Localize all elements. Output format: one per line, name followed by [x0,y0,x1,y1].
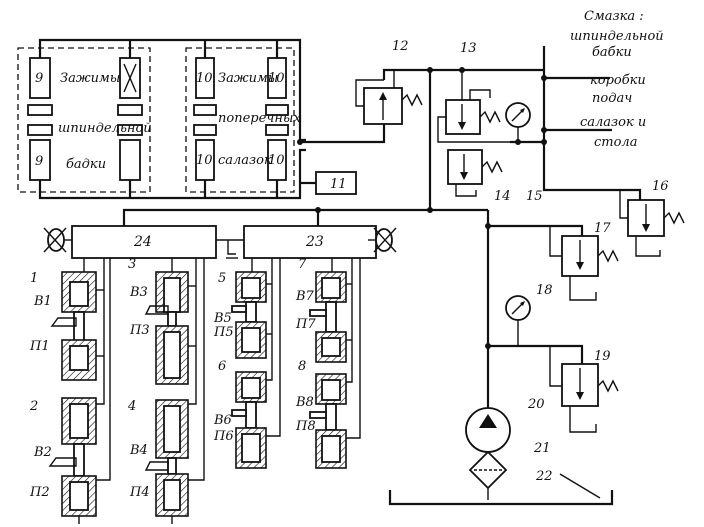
cylinder-spindle-bottom [119,139,141,181]
cylinder-1 [50,271,97,381]
number-20: 20 [527,397,545,412]
number-9b: 9 [35,154,43,169]
clamp-group-cross-slide [185,47,295,193]
valve-12 [355,70,423,125]
label-v2: В2 [33,445,52,460]
number-10c: 10 [196,153,213,168]
label-p6: П6 [213,429,234,444]
piston-9a [27,104,53,116]
number-14: 14 [494,189,511,204]
piston-10a [193,104,217,116]
label-v8: В8 [295,395,314,410]
label-v6: В6 [213,413,232,428]
valve-16 [619,190,685,257]
number-6: 6 [218,359,226,374]
piston-s-a [117,104,143,116]
pressure-gauge-18 [505,295,531,346]
label-lube-table: стола [594,135,637,150]
label-v7: В7 [295,289,315,304]
valve-19 [549,346,619,433]
label-p2: П2 [29,485,50,500]
handwheel-23 [368,227,397,253]
label-lube-slide: салазок и [580,115,646,130]
number-8: 8 [298,359,306,374]
number-22: 22 [535,469,553,484]
label-lube-title: Смазка : [584,9,644,24]
number-5: 5 [218,271,226,286]
number-10a: 10 [196,71,213,86]
pressure-gauge-15 [505,102,531,142]
number-4: 4 [127,399,136,414]
label-p3: П3 [129,323,150,338]
handwheel-24 [43,227,72,253]
number-18: 18 [536,283,553,298]
number-10b: 10 [268,71,285,86]
valve-17 [549,226,619,301]
number-19: 19 [594,349,611,364]
clamp-group-spindle [17,47,151,193]
filter-21 [468,450,508,500]
piston-10c [265,104,289,116]
cylinder-6 [231,371,267,469]
label-v1: В1 [33,294,52,309]
cylinder-8 [309,373,347,469]
label-lube-spindle: шпиндельной [570,29,664,44]
label-clamps-right: Зажимы [218,71,278,86]
label-clamps-left: Зажимы [60,71,120,86]
label-lube-box: коробки [590,73,646,88]
piston-10b [193,124,217,136]
number-17: 17 [594,221,611,236]
number-13: 13 [460,41,477,56]
label-slide-word: салазок [218,153,272,168]
number-9a: 9 [35,71,43,86]
label-lube-head: бабки [592,45,632,60]
number-10d: 10 [268,153,285,168]
device-11 [315,171,357,195]
label-p7: П7 [295,317,316,332]
piston-9b [27,124,53,136]
cylinder-3 [144,271,189,385]
label-v3: В3 [129,285,148,300]
cross-slide-clamp-frame [185,47,295,193]
number-21: 21 [533,441,551,456]
tank-22 [388,490,614,506]
cylinder-4 [144,399,189,517]
number-12: 12 [392,39,409,54]
piston-s-b [117,124,143,136]
cylinder-2 [48,397,97,517]
distributor-24 [71,225,217,259]
distributor-23 [243,225,377,259]
spindle-clamp-frame [17,47,151,193]
number-2: 2 [29,399,38,414]
label-head-word: бадки [66,157,106,172]
number-15: 15 [526,189,543,204]
piston-10d [265,124,289,136]
valve-14 [447,149,503,197]
label-v5: В5 [213,311,232,326]
number-23: 23 [305,234,324,250]
cylinder-5 [231,271,267,359]
label-p1: П1 [29,339,50,354]
label-v4: В4 [129,443,148,458]
number-16: 16 [652,179,669,194]
label-spindle-word: шпиндельной [58,121,152,136]
number-11: 11 [330,177,347,192]
number-1: 1 [30,271,38,286]
label-p4: П4 [129,485,150,500]
label-p5: П5 [213,325,234,340]
valve-13 [437,70,510,143]
cylinder-7 [309,271,347,363]
number-7: 7 [298,257,307,272]
label-p8: П8 [295,419,316,434]
label-cross-word: поперечных [218,111,302,126]
label-lube-feed: подач [592,91,632,106]
number-3: 3 [128,257,136,272]
pump-20 [465,407,511,453]
number-24: 24 [133,234,152,250]
